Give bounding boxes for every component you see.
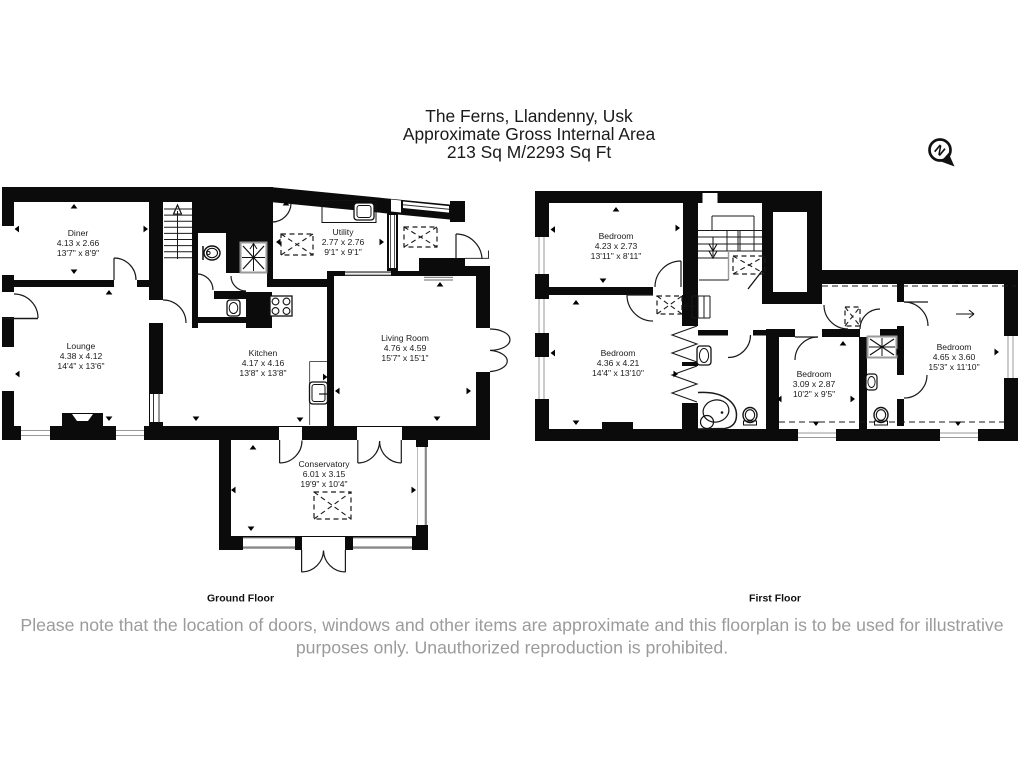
svg-text:4.38 x 4.12: 4.38 x 4.12 [60, 351, 103, 361]
svg-text:13'11" x 8'11": 13'11" x 8'11" [591, 251, 642, 261]
svg-text:Conservatory: Conservatory [298, 459, 350, 469]
svg-text:Utility: Utility [332, 227, 354, 237]
svg-text:4.36 x 4.21: 4.36 x 4.21 [597, 358, 640, 368]
svg-text:4.65 x 3.60: 4.65 x 3.60 [933, 352, 976, 362]
svg-text:10'2" x 9'5": 10'2" x 9'5" [793, 389, 835, 399]
svg-text:4.13 x 2.66: 4.13 x 2.66 [57, 238, 100, 248]
svg-text:Diner: Diner [68, 228, 89, 238]
svg-text:Bedroom: Bedroom [601, 348, 636, 358]
svg-text:19'9" x 10'4": 19'9" x 10'4" [300, 479, 347, 489]
svg-text:15'7" x 15'1": 15'7" x 15'1" [381, 353, 428, 363]
svg-text:Ground Floor: Ground Floor [207, 593, 274, 605]
svg-text:Living Room: Living Room [381, 333, 429, 343]
svg-text:First Floor: First Floor [749, 593, 801, 605]
svg-text:Approximate Gross Internal Are: Approximate Gross Internal Area [403, 124, 656, 144]
svg-text:14'4" x 13'6": 14'4" x 13'6" [57, 361, 104, 371]
svg-text:4.76 x 4.59: 4.76 x 4.59 [384, 343, 427, 353]
svg-text:2.77 x 2.76: 2.77 x 2.76 [322, 237, 365, 247]
svg-text:Bedroom: Bedroom [797, 369, 832, 379]
svg-text:The Ferns, Llandenny, Usk: The Ferns, Llandenny, Usk [425, 106, 633, 126]
svg-text:3.09 x 2.87: 3.09 x 2.87 [793, 379, 836, 389]
svg-text:Bedroom: Bedroom [599, 231, 634, 241]
svg-text:9'1" x 9'1": 9'1" x 9'1" [324, 247, 362, 257]
svg-text:Please note that the location: Please note that the location of doors, … [20, 615, 1003, 635]
svg-text:Lounge: Lounge [67, 341, 96, 351]
svg-text:Bedroom: Bedroom [937, 342, 972, 352]
svg-text:213 Sq M/2293 Sq Ft: 213 Sq M/2293 Sq Ft [447, 142, 612, 162]
svg-text:purposes only. Unauthorized re: purposes only. Unauthorized reproduction… [296, 638, 728, 658]
svg-text:6.01 x 3.15: 6.01 x 3.15 [303, 469, 346, 479]
svg-text:4.17 x 4.16: 4.17 x 4.16 [242, 358, 285, 368]
svg-text:14'4" x 13'10": 14'4" x 13'10" [592, 368, 644, 378]
svg-text:13'8" x 13'8": 13'8" x 13'8" [239, 368, 286, 378]
svg-text:Kitchen: Kitchen [249, 348, 278, 358]
svg-text:4.23 x 2.73: 4.23 x 2.73 [595, 241, 638, 251]
svg-text:13'7" x 8'9": 13'7" x 8'9" [57, 248, 99, 258]
svg-text:15'3" x 11'10": 15'3" x 11'10" [928, 362, 979, 372]
